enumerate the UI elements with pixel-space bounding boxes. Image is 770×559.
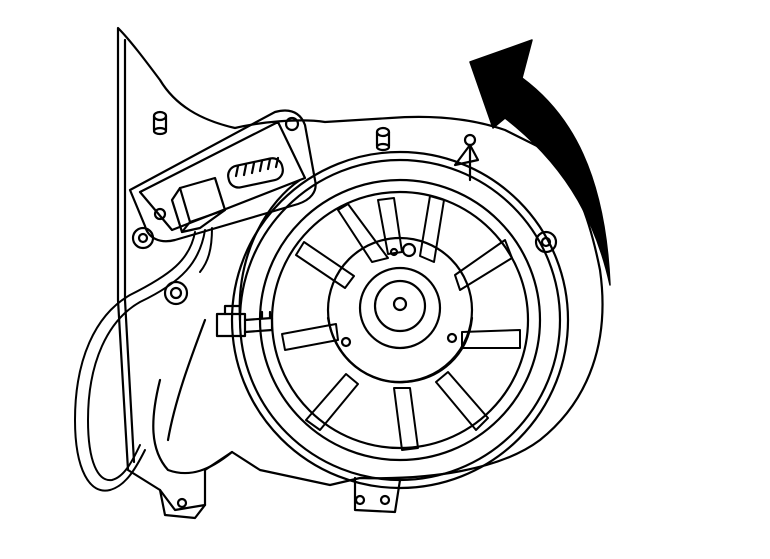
- connector-block-icon: [170, 176, 227, 234]
- wire-icon: [199, 227, 213, 273]
- electrical-connector: [215, 304, 274, 338]
- screw-icon: [375, 126, 391, 152]
- resistor-icon: [227, 156, 284, 189]
- wire-icon: [87, 229, 206, 482]
- screw-icon: [152, 110, 168, 136]
- connector-icon: [215, 304, 274, 338]
- screw-icon: [163, 280, 189, 306]
- blower-motor-fan: [230, 150, 570, 490]
- curved-arrow-icon: [469, 39, 611, 286]
- mounting-screws: [131, 110, 558, 306]
- resistor-module: [128, 109, 317, 243]
- wire-icon: [74, 231, 196, 492]
- latch-icon: [453, 133, 480, 182]
- rotation-arrow: [469, 39, 611, 286]
- fan-blades-icon: [281, 195, 521, 451]
- hub-icon: [326, 236, 474, 384]
- wire-harness: [74, 227, 213, 492]
- screw-icon: [131, 226, 155, 250]
